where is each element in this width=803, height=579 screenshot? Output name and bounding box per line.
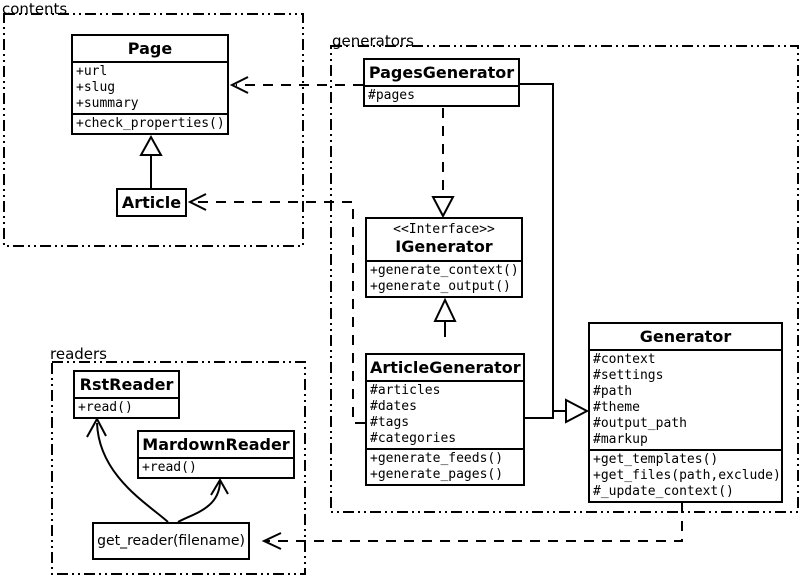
- attribute: #path: [593, 384, 633, 399]
- class-igenerator-methods: +generate_context() +generate_output(): [367, 260, 521, 296]
- class-igenerator: <<Interface>> IGenerator +generate_conte…: [365, 217, 523, 298]
- edge-getreader-calls-mardownreader: [177, 478, 229, 523]
- method: +read(): [142, 460, 197, 475]
- open-arrowhead-icon: [229, 76, 249, 94]
- class-mardownreader-title: MardownReader: [142, 435, 290, 454]
- attribute: #pages: [368, 88, 415, 103]
- class-generator-attributes: #context #settings #path #theme #output_…: [590, 349, 781, 449]
- method: +generate_output(): [370, 279, 511, 294]
- class-generator-methods: +get_templates() +get_files(path,exclude…: [590, 449, 781, 501]
- edge-pagesgenerator-extends-generator: [520, 83, 566, 412]
- edge-generator-depends-getreader: [261, 503, 683, 550]
- open-arrowhead-icon: [187, 193, 207, 211]
- package-label-contents: contents: [2, 0, 68, 18]
- attribute: #dates: [370, 399, 417, 414]
- package-generators-border: [330, 45, 799, 513]
- open-arrowhead-icon: [86, 416, 107, 438]
- package-contents-border: [3, 13, 304, 247]
- edge-articlegenerator-extends-generator: [525, 398, 590, 424]
- class-articlegenerator-attributes: #articles #dates #tags #categories: [367, 380, 523, 448]
- method: +check_properties(): [76, 116, 225, 131]
- attribute: +slug: [76, 80, 116, 95]
- generalization-triangle-icon: [139, 134, 163, 156]
- edge-articlegenerator-depends-article: [187, 193, 365, 424]
- class-rstreader: RstReader +read(): [73, 370, 180, 419]
- method: +get_templates(): [593, 452, 719, 467]
- method: +generate_pages(): [370, 467, 504, 482]
- class-page-title: Page: [127, 39, 173, 58]
- attribute: #context: [593, 352, 656, 367]
- edge-getreader-calls-rstreader: [86, 416, 169, 523]
- class-page-methods: +check_properties(): [73, 113, 227, 133]
- class-igenerator-titleblock: <<Interface>> IGenerator: [367, 219, 521, 260]
- attribute: #tags: [370, 415, 410, 430]
- class-page: Page +url +slug +summary +check_properti…: [71, 34, 229, 135]
- node-get-reader: get_reader(filename): [92, 522, 250, 560]
- open-arrowhead-icon: [261, 532, 282, 550]
- method: +generate_context(): [370, 263, 519, 278]
- method: +read(): [78, 400, 133, 415]
- package-label-readers: readers: [50, 345, 107, 363]
- class-pagesgenerator: PagesGenerator #pages: [363, 58, 520, 107]
- class-pagesgenerator-title: PagesGenerator: [368, 63, 515, 82]
- open-arrowhead-icon: [210, 478, 229, 496]
- attribute: +summary: [76, 96, 139, 111]
- class-rstreader-title: RstReader: [79, 375, 174, 394]
- class-mardownreader-methods: +read(): [139, 457, 293, 477]
- class-igenerator-title: IGenerator: [395, 237, 493, 256]
- edge-pagesgenerator-implements-igenerator: [431, 108, 455, 219]
- class-rstreader-methods: +read(): [75, 397, 178, 417]
- class-igenerator-stereotype: <<Interface>>: [393, 222, 495, 237]
- attribute: #articles: [370, 383, 441, 398]
- class-mardownreader: MardownReader +read(): [137, 430, 295, 479]
- edge-pagesgenerator-depends-page: [229, 76, 363, 94]
- realization-triangle-icon: [431, 196, 455, 219]
- class-pagesgenerator-attributes: #pages: [365, 85, 518, 105]
- class-articlegenerator-title: ArticleGenerator: [370, 358, 521, 377]
- class-article: Article: [116, 188, 187, 217]
- method: +generate_feeds(): [370, 451, 504, 466]
- edge-articlegenerator-implements-igenerator: [433, 297, 457, 337]
- package-label-generators: generators: [332, 32, 414, 50]
- method: +get_files(path,exclude): [593, 468, 781, 483]
- method: #_update_context(): [593, 484, 734, 499]
- realization-triangle-icon: [433, 297, 457, 322]
- attribute: #categories: [370, 431, 457, 446]
- attribute: #settings: [593, 368, 664, 383]
- attribute: #theme: [593, 400, 640, 415]
- class-page-attributes: +url +slug +summary: [73, 61, 227, 113]
- class-generator: Generator #context #settings #path #them…: [588, 322, 783, 503]
- package-readers-border: [51, 361, 306, 575]
- attribute: #markup: [593, 432, 648, 447]
- attribute: +url: [76, 64, 108, 79]
- edge-article-extends-page: [139, 134, 163, 188]
- class-articlegenerator: ArticleGenerator #articles #dates #tags …: [365, 353, 525, 486]
- class-articlegenerator-methods: +generate_feeds() +generate_pages(): [367, 448, 523, 484]
- class-article-title: Article: [121, 193, 182, 212]
- attribute: #output_path: [593, 416, 687, 431]
- generalization-triangle-icon: [565, 398, 590, 424]
- class-generator-title: Generator: [639, 327, 732, 346]
